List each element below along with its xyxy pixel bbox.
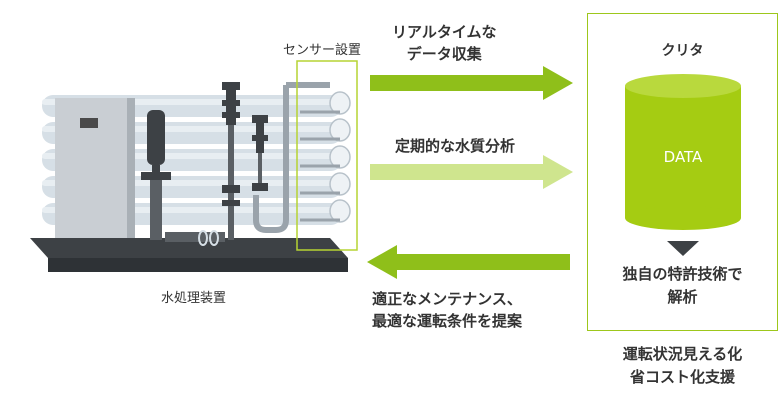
equipment-caption: 水処理装置 xyxy=(161,291,227,306)
sensor-highlight-box xyxy=(296,60,358,251)
water-treatment-equipment-illustration xyxy=(30,60,358,272)
kurita-title: クリタ xyxy=(661,43,704,59)
periodic-label: 定期的な水質分析 xyxy=(395,137,516,155)
feedback-arrow xyxy=(367,245,570,279)
periodic-arrow xyxy=(370,155,573,189)
down-triangle-icon xyxy=(667,241,699,256)
feedback-label: 適正なメンテナンス、 最適な運転条件を提案 xyxy=(372,290,523,330)
analysis-text: 独自の特許技術で 解析 xyxy=(622,265,743,306)
benefit-text: 運転状況見える化 省コスト化支援 xyxy=(622,345,743,386)
database-icon xyxy=(625,74,741,230)
realtime-arrow xyxy=(370,66,573,100)
sensor-label: センサー設置 xyxy=(283,43,362,58)
flow-arrows xyxy=(367,66,573,279)
database-label: DATA xyxy=(663,148,703,166)
realtime-label: リアルタイムな データ収集 xyxy=(392,23,497,63)
